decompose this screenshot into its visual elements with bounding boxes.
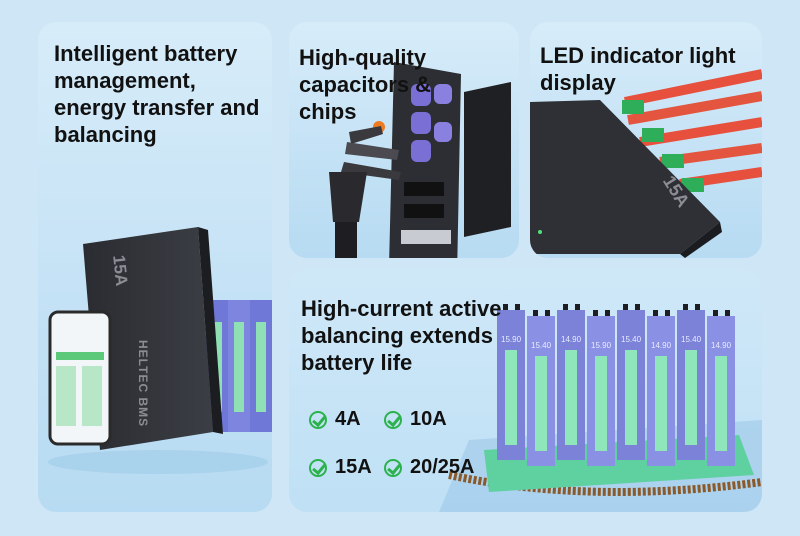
- cell-terminal: [683, 304, 688, 310]
- current-option-10a: 10A: [384, 408, 447, 431]
- cell-terminal: [635, 304, 640, 310]
- green-connector: [682, 178, 704, 192]
- bms-box: [83, 227, 213, 450]
- cell-window: [234, 322, 244, 412]
- cell-voltage-label: 15.90: [591, 341, 612, 350]
- cell-voltage-label: 14.90: [651, 341, 672, 350]
- chip: [404, 204, 444, 218]
- panel-led-indicator: LED indicator light display 15A: [530, 22, 762, 258]
- cell-voltage-label: 15.40: [531, 341, 552, 350]
- cell-terminal: [563, 304, 568, 310]
- panel-heading: High-quality capacitors & chips: [299, 45, 432, 124]
- green-connector: [642, 128, 664, 142]
- chip: [404, 182, 444, 196]
- led-device-illustration: [530, 69, 762, 258]
- panel-active-balancing: High-current active balancing extends ba…: [289, 270, 762, 512]
- cell-window: [565, 350, 577, 445]
- cell-terminal: [695, 304, 700, 310]
- cell-terminal: [713, 310, 718, 316]
- cell-voltage-label: 15.40: [621, 335, 642, 344]
- capacitor: [411, 84, 431, 106]
- cell-terminal: [503, 304, 508, 310]
- cell-voltage-label: 15.40: [681, 335, 702, 344]
- cell-window: [685, 350, 697, 445]
- capacitor: [411, 140, 431, 162]
- device-rating-label: 15A: [109, 254, 132, 288]
- cell-window: [505, 350, 517, 445]
- panel-heading: High-current active balancing extends ba…: [301, 296, 502, 375]
- current-option-20-25a: 20/25A: [384, 456, 475, 479]
- check-icon: [384, 458, 402, 477]
- cell-window: [256, 322, 266, 412]
- balance-wire: [623, 69, 762, 107]
- current-option-4a: 4A: [309, 408, 361, 431]
- panel-battery-management: Intelligent battery management, energy t…: [38, 22, 272, 512]
- cell-window: [625, 350, 637, 445]
- current-option-15a: 15A: [309, 456, 372, 479]
- cell-terminal: [653, 310, 658, 316]
- cell-terminal: [545, 310, 550, 316]
- cell-terminal: [605, 310, 610, 316]
- cell-terminal: [593, 310, 598, 316]
- cell-window: [535, 356, 547, 451]
- robot-arm: [335, 222, 357, 258]
- cell-terminal: [515, 304, 520, 310]
- check-icon: [309, 410, 327, 429]
- green-connector: [622, 100, 644, 114]
- bms-device-illustration: [48, 227, 272, 474]
- device-brand-label: HELTEC BMS: [136, 340, 150, 428]
- capacitor: [411, 112, 431, 134]
- cell-terminal: [575, 304, 580, 310]
- cell-voltage-label: 14.90: [561, 335, 582, 344]
- panel-heading: LED indicator light display: [540, 43, 736, 95]
- green-connector: [662, 154, 684, 168]
- robot-hand: [349, 126, 383, 144]
- back-cover: [464, 82, 511, 237]
- cell-voltage-label: 14.90: [711, 341, 732, 350]
- cell-window: [595, 356, 607, 451]
- pcb-illustration: [329, 62, 511, 258]
- cell-terminal: [665, 310, 670, 316]
- cell-voltage-label: 15.90: [501, 335, 522, 344]
- panel-heading: Intelligent battery management, energy t…: [54, 41, 260, 147]
- check-icon: [384, 410, 402, 429]
- bms-box: [530, 100, 720, 254]
- copper-coil: [448, 471, 762, 496]
- cell-terminal: [725, 310, 730, 316]
- check-icon: [309, 458, 327, 477]
- battery-pack-illustration: 15.90 15.40 14.90 15.90 15.40 14.90 15.40 14.90: [439, 304, 762, 512]
- cell-terminal: [533, 310, 538, 316]
- led-indicator-icon: [538, 230, 542, 234]
- cell-window: [715, 356, 727, 451]
- cell-window: [655, 356, 667, 451]
- cell-terminal: [623, 304, 628, 310]
- panel-capacitors-chips: High-quality capacitors & chips: [289, 22, 519, 258]
